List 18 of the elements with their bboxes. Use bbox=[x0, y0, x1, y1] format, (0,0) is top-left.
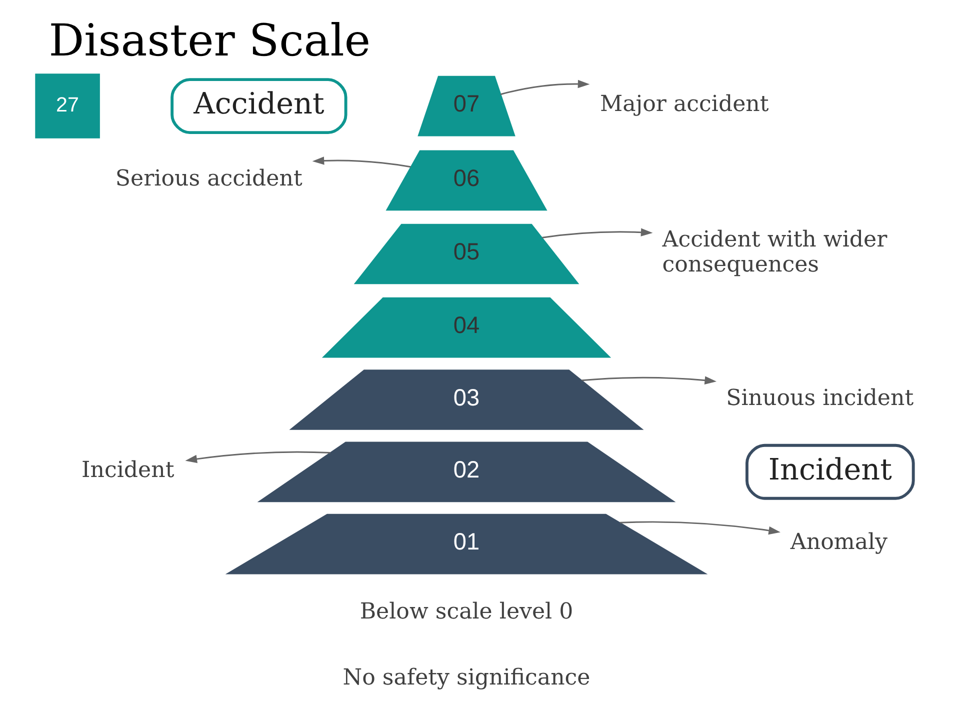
node-text: Anomaly bbox=[790, 530, 888, 556]
arrow bbox=[184, 451, 330, 464]
arrow bbox=[542, 228, 652, 238]
arrow bbox=[500, 80, 590, 96]
label: No safety significance bbox=[342, 666, 590, 691]
node-text: Sinuous incident bbox=[726, 386, 914, 411]
arrow bbox=[581, 376, 716, 384]
node-text: Incident bbox=[81, 458, 174, 484]
node-box: Accident bbox=[170, 78, 347, 134]
node-box: Incident bbox=[745, 444, 914, 500]
node-text: Accident with wider consequences bbox=[662, 228, 887, 278]
arrow bbox=[619, 521, 780, 535]
node-text: Serious accident bbox=[114, 166, 302, 192]
diagram-title: Disaster Scale bbox=[48, 15, 370, 66]
label: Below scale level 0 bbox=[359, 599, 573, 624]
arrow bbox=[312, 156, 410, 168]
node-box: 27 bbox=[34, 74, 100, 138]
node-text: Major accident bbox=[600, 92, 768, 118]
